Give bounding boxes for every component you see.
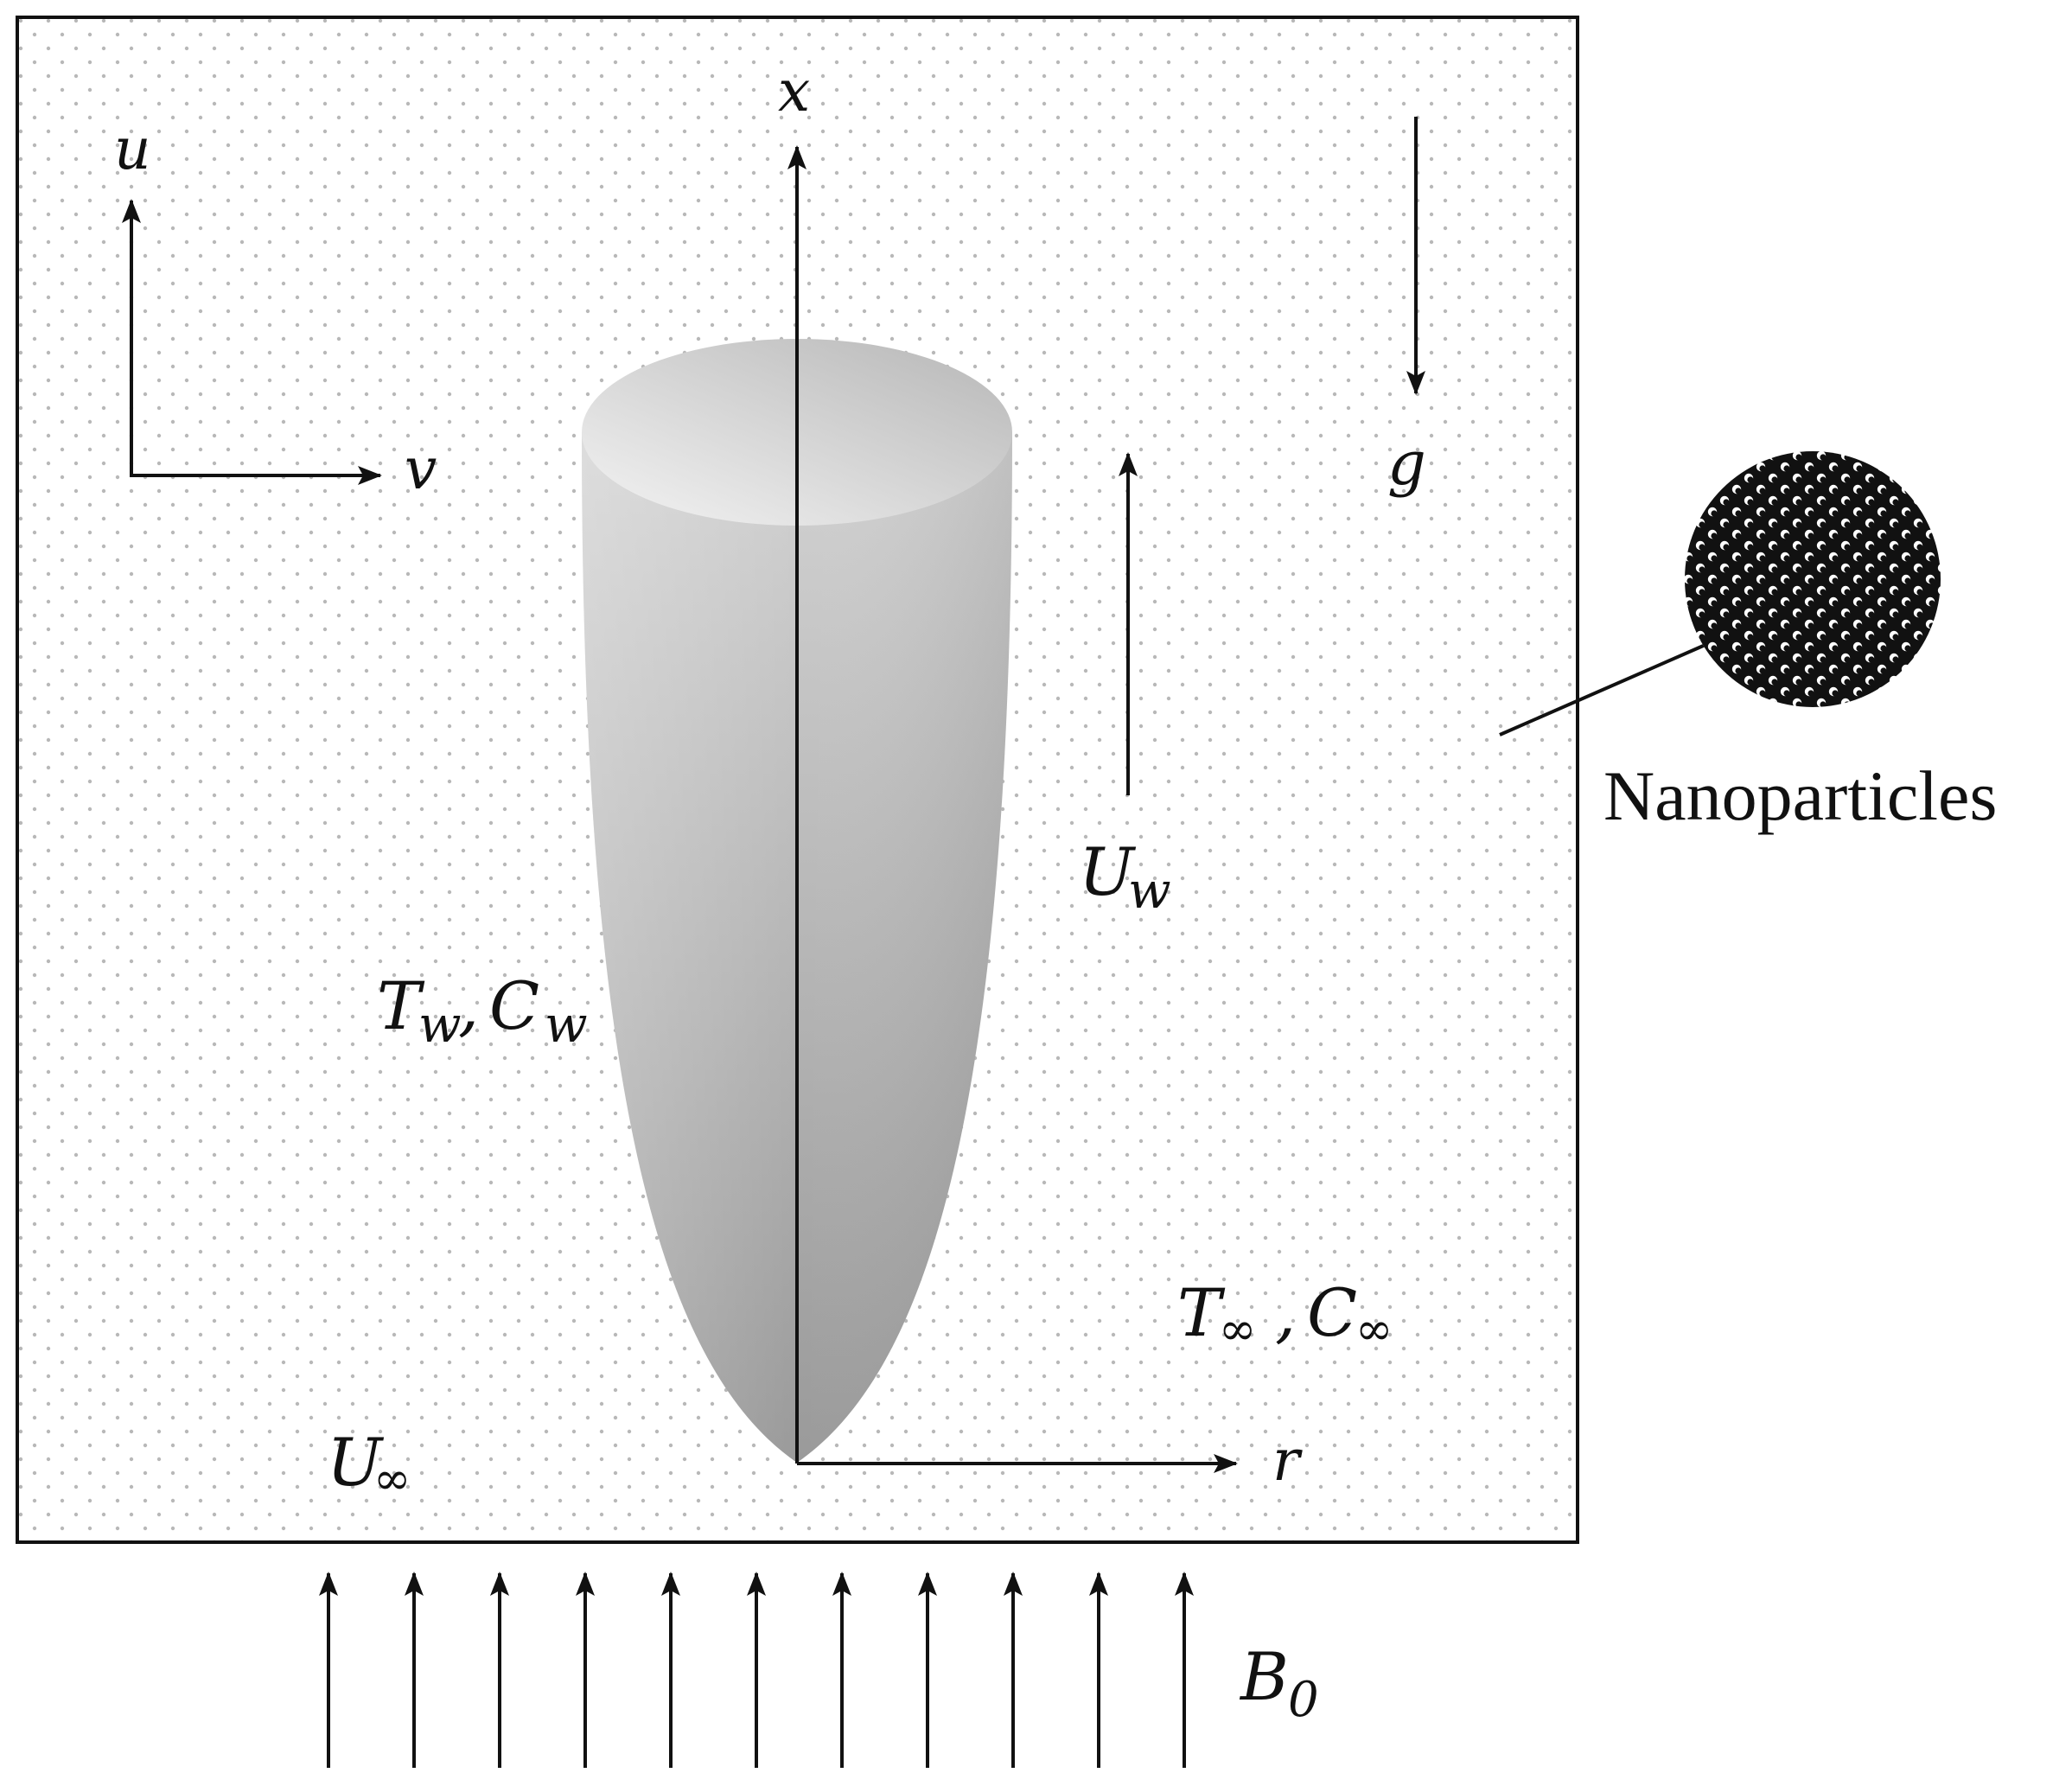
ambient-conditions-label: T ∞ , C ∞ — [1177, 1274, 1393, 1355]
nanoparticles-label: Nanoparticles — [1603, 756, 1997, 835]
nanoparticles-leader-line — [1499, 642, 1708, 737]
svg-text:0: 0 — [1288, 1672, 1319, 1728]
svg-text:T: T — [377, 967, 425, 1044]
svg-text:C: C — [489, 967, 539, 1044]
magnetic-field-arrows — [319, 1572, 1194, 1768]
svg-text:w: w — [545, 995, 588, 1054]
svg-text:∞: ∞ — [1219, 1304, 1256, 1355]
r-axis-label: r — [1272, 1427, 1303, 1494]
gravity-label: g — [1387, 428, 1426, 499]
magnetic-field-label: B 0 — [1239, 1638, 1319, 1728]
wall-velocity-label: U w — [1079, 833, 1171, 920]
free-stream-velocity-label: U ∞ — [327, 1424, 411, 1505]
svg-text:w: w — [1128, 861, 1171, 920]
svg-text:T: T — [1177, 1274, 1226, 1351]
nanoparticles-inset — [1499, 451, 1941, 737]
x-axis-label: x — [778, 58, 810, 124]
v-label: v — [405, 436, 437, 502]
svg-text:∞: ∞ — [373, 1453, 411, 1505]
svg-text:U: U — [1079, 833, 1137, 910]
svg-text:,: , — [1275, 1274, 1296, 1351]
u-label: u — [114, 116, 151, 182]
svg-text:U: U — [327, 1424, 385, 1501]
svg-text:,: , — [458, 967, 479, 1044]
svg-text:∞: ∞ — [1355, 1304, 1393, 1355]
svg-text:B: B — [1239, 1638, 1289, 1715]
svg-text:C: C — [1307, 1274, 1357, 1351]
wall-conditions-label: T w , C w — [377, 967, 588, 1054]
svg-text:w: w — [418, 995, 462, 1054]
nanoparticles-texture — [1685, 451, 1941, 707]
